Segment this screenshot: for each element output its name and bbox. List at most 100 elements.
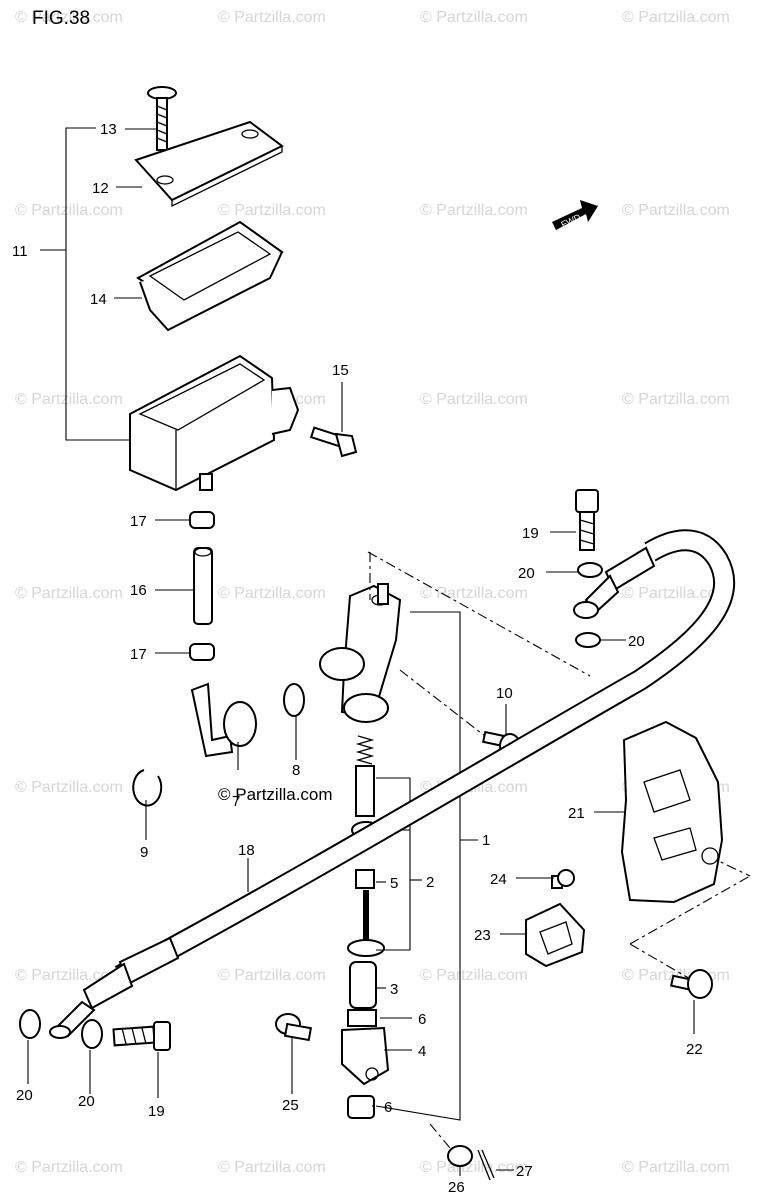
watermark: © Partzilla.com [218, 585, 326, 602]
watermark: © Partzilla.com [420, 967, 528, 984]
part-label: 11 [12, 243, 28, 260]
watermark: © Partzilla.com [15, 967, 123, 984]
hose-16 [193, 547, 213, 625]
spring [355, 735, 375, 765]
part-label: 6 [384, 1099, 392, 1116]
figure-label: FIG.38 [32, 8, 90, 29]
part-label: 23 [474, 927, 491, 944]
watermark: © Partzilla.com [15, 9, 123, 26]
nut-6-lower [347, 1095, 375, 1119]
part-label: 25 [282, 1097, 299, 1114]
piston [355, 765, 375, 817]
part-label: 20 [628, 633, 645, 650]
part-label-layer: 1 2 3 4 5 6 6 7 8 9 10 11 12 13 14 15 16… [12, 121, 703, 1196]
washer-20-c [19, 1009, 41, 1039]
watermark: © Partzilla.com [218, 9, 326, 26]
diaphragm-14 [136, 220, 284, 332]
watermark: © Partzilla.com [15, 779, 123, 796]
watermark: © Partzilla.com [420, 202, 528, 219]
clamp-17-upper [189, 511, 215, 529]
part-label: 24 [490, 871, 507, 888]
washer-20-d [81, 1019, 103, 1049]
watermark: © Partzilla.com [218, 1159, 326, 1176]
screw-24 [551, 869, 575, 889]
clamp-23 [525, 902, 586, 968]
watermark: © Partzilla.com [622, 9, 730, 26]
washer-26 [447, 1145, 473, 1167]
dash-line-a [367, 551, 591, 677]
cotter-pin-27 [477, 1149, 495, 1181]
part-label: 6 [418, 1011, 426, 1028]
master-cylinder-body [319, 583, 402, 723]
part-label: 4 [418, 1043, 426, 1060]
dash-line-c [399, 669, 491, 741]
part-label: 19 [522, 525, 539, 542]
watermark: © Partzilla.com [15, 391, 123, 408]
washer-20-b [575, 632, 601, 648]
banjo-bolt-19-lower [112, 1021, 171, 1051]
boot-3 [349, 961, 377, 1009]
clevis-4 [341, 1026, 390, 1086]
banjo-bolt-19-upper [575, 489, 599, 551]
watermark: © Partzilla.com [622, 1159, 730, 1176]
connector-7 [190, 682, 257, 758]
part-label: 21 [568, 805, 585, 822]
part-label: 18 [238, 842, 255, 859]
part-label: 2 [426, 874, 434, 891]
watermark: © Partzilla.com [420, 585, 528, 602]
part-label: 20 [518, 565, 535, 582]
brake-hose-18 [49, 529, 736, 1039]
watermark: © Partzilla.com [218, 202, 326, 219]
snap-ring [347, 939, 385, 957]
reservoir-tank-11 [129, 354, 300, 492]
dash-line-f [629, 943, 693, 981]
nut-5 [355, 869, 375, 889]
part-label: 10 [496, 685, 513, 702]
brand-caption: © Partzilla.com [218, 785, 333, 804]
part-label: 7 [232, 793, 240, 810]
watermark: © Partzilla.com [622, 391, 730, 408]
dash-line-e [629, 875, 751, 945]
part-label: 8 [292, 762, 300, 779]
watermark: © Partzilla.com [218, 967, 326, 984]
watermark: © Partzilla.com [15, 202, 123, 219]
pin-25 [275, 1013, 313, 1042]
watermark: © Partzilla.com [420, 1159, 528, 1176]
watermark: © Partzilla.com [15, 585, 123, 602]
part-label: 16 [130, 582, 147, 599]
nut-6-upper [347, 1009, 377, 1027]
part-label: 20 [78, 1093, 95, 1110]
assembly-bracket-11 [65, 127, 130, 441]
part-label: 20 [16, 1087, 33, 1104]
dash-line-d [429, 1123, 461, 1161]
part-label: 19 [148, 1103, 165, 1120]
part-label: 27 [516, 1163, 533, 1180]
part-label: 26 [448, 1179, 465, 1196]
part-label: 12 [92, 180, 109, 197]
o-ring-8 [283, 683, 305, 717]
part-label: 17 [130, 646, 147, 663]
washer-20-a [577, 562, 603, 578]
guard-21 [620, 720, 724, 904]
bracket-2 [376, 777, 411, 951]
bracket-1 [375, 611, 461, 1121]
part-label: 5 [390, 875, 398, 892]
screw-22 [670, 969, 713, 999]
part-label: 1 [482, 832, 490, 849]
watermark: © Partzilla.com [622, 585, 730, 602]
part-label: 15 [332, 362, 349, 379]
circlip-9 [132, 769, 163, 807]
part-label: 9 [140, 844, 148, 861]
screw-13 [147, 86, 177, 151]
part-label: 22 [686, 1041, 703, 1058]
part-label: 3 [390, 981, 398, 998]
fwd-arrow: FWD [552, 200, 598, 230]
part-label: 17 [130, 513, 147, 530]
watermark-layer: © Partzilla.com © Partzilla.com © Partzi… [15, 9, 730, 1176]
watermark: © Partzilla.com [622, 202, 730, 219]
bolt-15 [309, 426, 358, 458]
watermark: © Partzilla.com [15, 1159, 123, 1176]
part-label: 14 [90, 291, 107, 308]
clamp-17-lower [189, 643, 215, 661]
